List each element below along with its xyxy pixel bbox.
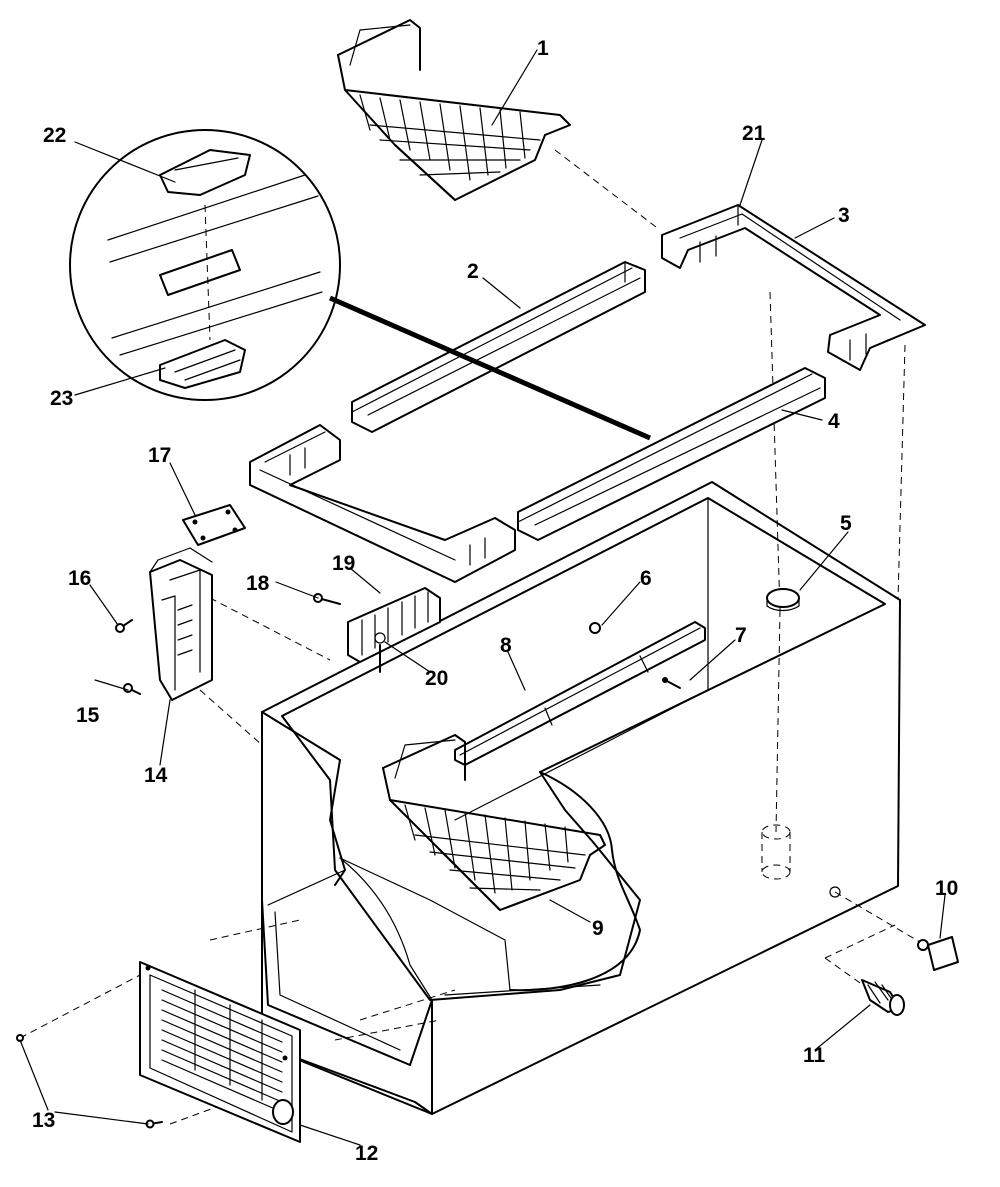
control-box	[149, 504, 246, 701]
rear-rail	[517, 367, 826, 541]
left-breaker-frame	[249, 424, 516, 583]
drain-parts	[861, 936, 959, 1016]
freezer-cabinet	[261, 481, 901, 1115]
callout-14: 14	[144, 764, 168, 787]
callout-23: 23	[50, 387, 73, 410]
right-breaker-frame	[661, 204, 926, 371]
terminal-block	[347, 587, 441, 673]
callout-22: 22	[43, 124, 66, 147]
small-fittings	[589, 588, 800, 689]
callout-6: 6	[640, 567, 652, 590]
callout-16: 16	[68, 567, 91, 590]
top-basket	[337, 19, 571, 201]
callout-19: 19	[332, 552, 355, 575]
callout-9: 9	[592, 917, 604, 940]
callout-5: 5	[840, 512, 852, 535]
callout-10: 10	[935, 877, 958, 900]
detail-magnifier	[69, 129, 652, 441]
front-rail	[351, 261, 646, 433]
callout-7: 7	[735, 624, 747, 647]
callout-15: 15	[76, 704, 100, 727]
callout-17: 17	[148, 444, 171, 467]
callout-4: 4	[828, 410, 840, 433]
callout-11: 11	[803, 1044, 826, 1067]
grille	[139, 961, 301, 1143]
callout-13: 13	[32, 1109, 55, 1132]
callout-3: 3	[838, 204, 850, 227]
callout-18: 18	[246, 572, 270, 595]
lower-basket	[382, 734, 606, 911]
callout-leaders	[19, 49, 946, 1146]
callout-21: 21	[742, 122, 766, 145]
callout-8: 8	[500, 634, 512, 657]
callout-labels: 1 2 3 4 5 6 7 8 9 10 11 12 13 14 15 16 1…	[32, 37, 958, 1165]
callout-1: 1	[537, 37, 549, 60]
callout-20: 20	[425, 667, 448, 690]
shelf-rail	[454, 621, 706, 766]
callout-2: 2	[467, 260, 479, 283]
callout-12: 12	[355, 1142, 378, 1165]
